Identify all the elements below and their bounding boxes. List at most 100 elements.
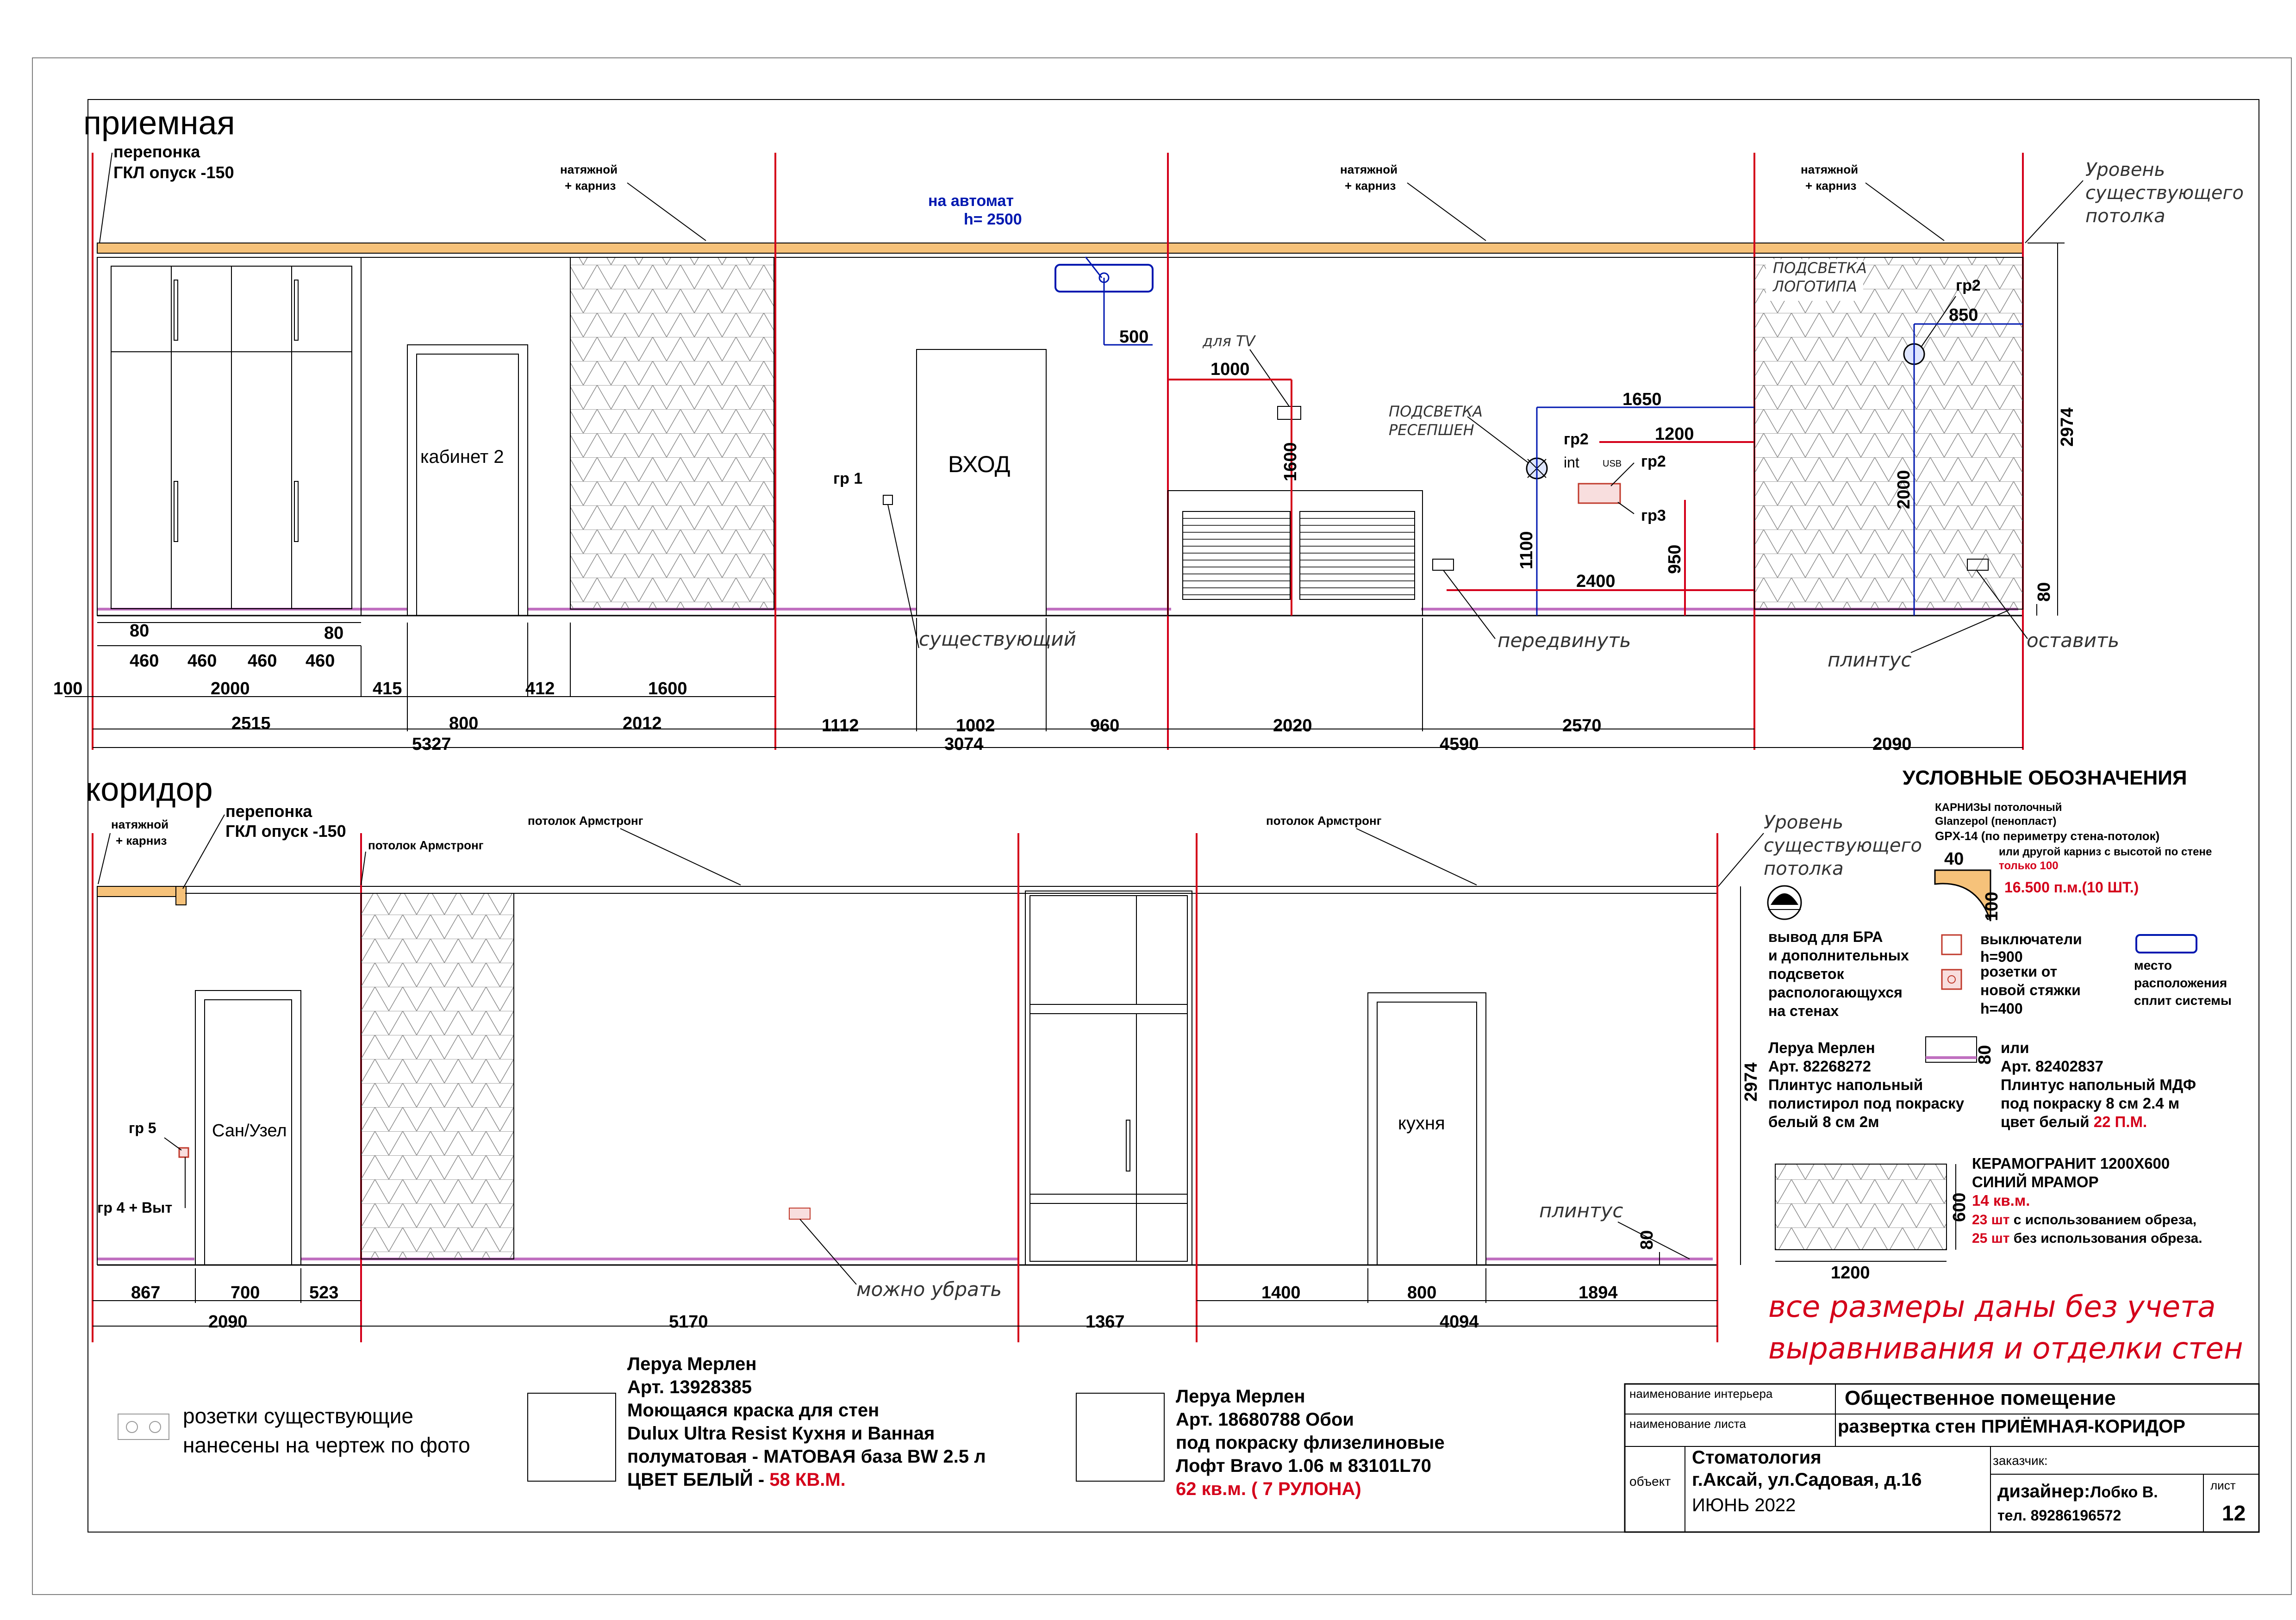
label-dlya-tv: для TV <box>1202 332 1256 350</box>
legend-karniz-1: КАРНИЗЫ потолочный <box>1935 801 2062 814</box>
label-gr4: гр 4 + Выт <box>97 1199 172 1216</box>
stamp-v4c: тел. 89286196572 <box>1997 1507 2121 1524</box>
label-ostavit: оставить <box>2027 629 2119 652</box>
stamp-v3c: ИЮНЬ 2022 <box>1692 1495 1796 1515</box>
paint-swatch <box>527 1393 616 1482</box>
stamp-v3a: Стоматология <box>1692 1447 1822 1468</box>
title-corridor: коридор <box>86 771 213 808</box>
label-gkl-top: ГКЛ опуск -150 <box>113 163 234 182</box>
legend-ker-2: СИНИЙ МРАМОР <box>1972 1173 2099 1190</box>
title-block <box>1624 1383 2260 1533</box>
dim-red-950: 950 <box>1665 545 1685 574</box>
dim-5170: 5170 <box>669 1312 708 1332</box>
dim-red-1200: 1200 <box>1655 424 1694 444</box>
note-roz-2: нанесены на чертеж по фото <box>183 1433 470 1457</box>
label-uroven-bottom-2: существующего <box>1764 835 1922 856</box>
legend-ker-3: 14 кв.м. <box>1972 1192 2030 1209</box>
dim-1002: 1002 <box>956 716 995 735</box>
label-peredvinut: передвинуть <box>1497 629 1631 652</box>
legend-pl-80: 80 <box>1975 1045 1995 1065</box>
legend-ker-1: КЕРАМОГРАНИТ 1200Х600 <box>1972 1155 2170 1172</box>
wall-3: под покраску флизелиновые <box>1176 1433 1445 1453</box>
wall-1: Леруа Мерлен <box>1176 1386 1305 1407</box>
label-natyazh-1b: + карниз <box>565 179 616 193</box>
legend-pl1-2: Арт. 82268272 <box>1768 1058 1871 1075</box>
tile-panel-3 <box>361 893 514 1259</box>
dim-2974-top: 2974 <box>2058 407 2077 447</box>
label-peregorodka-top: перепонка <box>113 142 200 161</box>
label-podsvetka-logo: ПОДСВЕТКА <box>1773 259 1867 277</box>
socket-existing-icon <box>118 1414 169 1440</box>
dim-1112: 1112 <box>822 716 859 735</box>
note-red-1: все размеры даны без учета <box>1768 1290 2216 1324</box>
dim-460-d: 460 <box>306 651 335 671</box>
dim-2020: 2020 <box>1273 716 1312 735</box>
legend-bra-1: вывод для БРА <box>1768 928 1883 945</box>
dim-80-bottom: 80 <box>1637 1230 1657 1250</box>
dim-5327: 5327 <box>412 735 451 754</box>
legend-bra-2: и дополнительных <box>1768 947 1909 964</box>
label-sushch: существующий <box>919 628 1076 650</box>
legend-karniz-qty: 16.500 п.м.(10 ШТ.) <box>2004 879 2139 896</box>
dim-blue-1650: 1650 <box>1622 390 1662 409</box>
cornice-profile-icon <box>1934 869 1991 922</box>
label-natyazh-c2: + карниз <box>116 834 167 847</box>
label-uroven-bottom-3: потолка <box>1764 858 1844 879</box>
paint-3: Моющаяся краска для стен <box>627 1400 879 1421</box>
sconce-legend-icon <box>1767 885 1802 920</box>
legend-ker-600: 600 <box>1950 1193 1969 1222</box>
dim-412: 412 <box>525 679 555 698</box>
dim-red-1600: 1600 <box>1281 442 1300 481</box>
tile-panel-1 <box>570 257 774 610</box>
dim-blue-2000: 2000 <box>1894 470 1914 509</box>
ceiling-cornice-top <box>97 243 2023 254</box>
legend-vykl-2: h=900 <box>1980 948 2023 965</box>
wallpaper-swatch <box>1076 1393 1165 1482</box>
dim-800-top: 800 <box>449 714 478 733</box>
dim-4590: 4590 <box>1440 735 1479 754</box>
stamp-l2: наименование листа <box>1629 1417 1746 1431</box>
label-h2500: h= 2500 <box>964 211 1022 228</box>
outer-frame <box>32 57 2292 1595</box>
legend-karniz-4: или другой карниз с высотой по стене <box>1999 846 2212 858</box>
paint-5: полуматовая - МАТОВАЯ база BW 2.5 л <box>627 1446 986 1467</box>
dim-2090-bottom: 2090 <box>208 1312 248 1332</box>
dim-red-2400: 2400 <box>1576 572 1616 591</box>
label-plintus-bottom: плинтус <box>1539 1199 1623 1222</box>
legend-roz-3: h=400 <box>1980 1000 2023 1017</box>
dim-3074: 3074 <box>944 735 984 754</box>
legend-k100: 100 <box>1982 892 2002 921</box>
dim-80-top-right: 80 <box>2034 582 2054 602</box>
label-na-avtomat: на автомат <box>928 192 1014 210</box>
legend-pl2-2: Арт. 82402837 <box>2001 1058 2103 1075</box>
label-uroven-top-3: потолка <box>2085 206 2165 227</box>
label-usb: USB <box>1603 459 1622 469</box>
label-peregorodka-bottom: перепонка <box>225 802 312 821</box>
legend-pl1-4: полистирол под покраску <box>1768 1095 1965 1112</box>
label-natyazh-2b: + карниз <box>1345 179 1396 193</box>
dim-460-a: 460 <box>130 651 159 671</box>
wall-qty: 62 кв.м. ( 7 РУЛОНА) <box>1176 1479 1361 1499</box>
wall-2: Арт. 18680788 Обои <box>1176 1409 1354 1430</box>
dim-2515: 2515 <box>231 714 271 733</box>
dim-blue-1100: 1100 <box>1517 531 1536 569</box>
legend-ker-5: 25 шт без использования обреза. <box>1972 1231 2202 1246</box>
dim-2012: 2012 <box>623 714 662 733</box>
socket-block <box>1578 483 1621 504</box>
stamp-v1: Общественное помещение <box>1845 1387 2116 1409</box>
label-gr2-b: гр2 <box>1641 453 1666 470</box>
dim-800-bottom: 800 <box>1407 1283 1436 1302</box>
dim-2000-top: 2000 <box>211 679 250 698</box>
label-mozhno-ubrat: можно убрать <box>856 1278 1002 1301</box>
dim-4094: 4094 <box>1440 1312 1479 1332</box>
legend-split-3: сплит системы <box>2134 993 2232 1008</box>
stamp-v4: дизайнер:Лобко В. <box>1997 1481 2158 1502</box>
label-uroven-top: Уровень <box>2085 159 2165 181</box>
tile-legend-icon <box>1775 1164 1947 1250</box>
dim-2570: 2570 <box>1562 716 1602 735</box>
stamp-v2: развертка стен ПРИЁМНАЯ-КОРИДОР <box>1838 1416 2185 1437</box>
dim-2974-bottom: 2974 <box>1741 1062 1761 1102</box>
label-cabinet-2: кабинет 2 <box>420 447 504 467</box>
dim-700: 700 <box>231 1283 260 1302</box>
